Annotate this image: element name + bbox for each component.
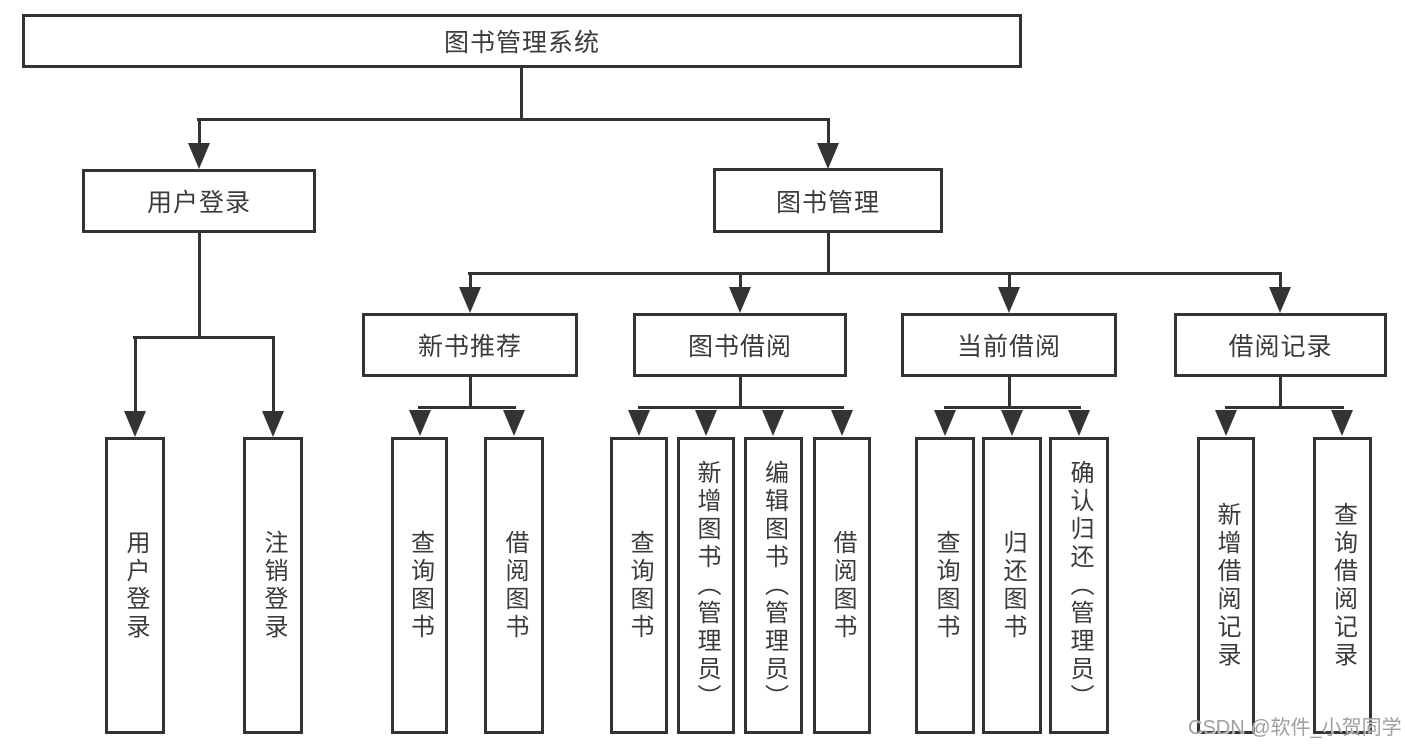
arrowhead-current: [998, 287, 1020, 313]
connector-recommend-stem: [469, 376, 472, 408]
node-current-borrow: 当前借阅: [901, 313, 1117, 377]
leaf-borrow-books-borrow: 借阅图书: [813, 437, 871, 734]
leaf-query-borrow-record-label: 查询借阅记录: [1329, 501, 1357, 670]
leaf-confirm-return-admin-label: 确认归还（管理员）: [1066, 459, 1093, 712]
leaf-query-books-current-label: 查询图书: [932, 529, 959, 642]
leaf-borrow-books-recommend: 借阅图书: [484, 437, 544, 734]
connector-records-hline: [1225, 406, 1344, 409]
arrowhead-records-leaf2: [1331, 410, 1353, 436]
node-borrow-records: 借阅记录: [1174, 313, 1387, 377]
arrowhead-current-leaf3: [1068, 410, 1090, 436]
node-borrow-records-label: 借阅记录: [1228, 333, 1333, 361]
arrowhead-book-mgmt: [817, 143, 839, 169]
arrowhead-user-login: [188, 143, 210, 169]
leaf-user-login-label: 用户登录: [122, 529, 149, 642]
arrowhead-recommend: [459, 287, 481, 313]
leaf-query-books-recommend-label: 查询图书: [406, 529, 434, 642]
connector-recommend-drop: [469, 275, 472, 289]
connector-book-mgmt-drop: [827, 121, 830, 145]
connector-borrow-hline: [638, 406, 844, 409]
node-book-borrow: 图书借阅: [633, 313, 847, 377]
arrowhead-records: [1269, 287, 1291, 313]
connector-user-login-stem: [198, 232, 201, 338]
node-current-borrow-label: 当前借阅: [956, 333, 1061, 361]
leaf-borrow-books-recommend-label: 借阅图书: [501, 529, 528, 642]
node-book-management: 图书管理: [713, 168, 943, 233]
connector-leaf-login-drop: [134, 339, 137, 413]
leaf-query-books-recommend: 查询图书: [391, 437, 448, 734]
arrowhead-borrow-leaf3: [762, 410, 784, 436]
connector-root-stem: [520, 67, 523, 121]
arrowhead-borrow-leaf2: [695, 410, 717, 436]
leaf-user-login: 用户登录: [105, 437, 165, 734]
leaf-query-books-current: 查询图书: [915, 437, 975, 734]
arrowhead-recommend-leaf2: [503, 410, 525, 436]
connector-records-stem: [1279, 376, 1282, 408]
node-user-login-label: 用户登录: [146, 189, 251, 217]
leaf-edit-books-admin: 编辑图书（管理员）: [744, 437, 803, 734]
leaf-query-borrow-record: 查询借阅记录: [1313, 437, 1372, 734]
connector-user-login-drop: [198, 121, 201, 145]
arrowhead-leaf-logout: [262, 411, 284, 437]
node-root-system: 图书管理系统: [22, 14, 1022, 68]
connector-current-drop: [1008, 275, 1011, 289]
connector-user-login-hline: [133, 336, 275, 339]
arrowhead-borrow-leaf4: [831, 410, 853, 436]
leaf-return-books-label: 归还图书: [999, 529, 1026, 642]
leaf-query-books-borrow-label: 查询图书: [626, 529, 653, 642]
leaf-return-books: 归还图书: [982, 437, 1042, 734]
connector-book-mgmt-stem: [827, 233, 830, 274]
connector-current-hline: [944, 406, 1081, 409]
leaf-logout-login-label: 注销登录: [260, 529, 287, 642]
node-new-book-recommend-label: 新书推荐: [417, 333, 522, 361]
arrowhead-current-leaf1: [934, 410, 956, 436]
connector-level2-hline: [197, 118, 830, 121]
leaf-add-books-admin: 新增图书（管理员）: [677, 437, 735, 734]
connector-borrow-drop: [739, 275, 742, 289]
arrowhead-leaf-login: [124, 411, 146, 437]
leaf-add-borrow-record-label: 新增借阅记录: [1213, 501, 1240, 670]
connector-level3-hline: [468, 272, 1282, 275]
csdn-watermark: CSDN @软件_小贺同学: [1188, 717, 1402, 739]
node-book-management-label: 图书管理: [775, 188, 880, 217]
leaf-query-books-borrow: 查询图书: [610, 437, 668, 734]
node-user-login: 用户登录: [82, 169, 316, 233]
connector-borrow-stem: [739, 376, 742, 408]
leaf-edit-books-admin-label: 编辑图书（管理员）: [760, 459, 788, 712]
node-new-book-recommend: 新书推荐: [362, 313, 578, 377]
leaf-confirm-return-admin: 确认归还（管理员）: [1049, 437, 1109, 734]
leaf-add-books-admin-label: 新增图书（管理员）: [693, 459, 720, 712]
arrowhead-borrow-leaf1: [628, 410, 650, 436]
leaf-add-borrow-record: 新增借阅记录: [1197, 437, 1255, 734]
leaf-borrow-books-borrow-label: 借阅图书: [829, 529, 856, 642]
connector-current-stem: [1008, 376, 1011, 408]
leaf-logout-login: 注销登录: [243, 437, 303, 734]
arrowhead-recommend-leaf1: [409, 410, 431, 436]
arrowhead-records-leaf1: [1215, 410, 1237, 436]
node-book-borrow-label: 图书借阅: [687, 333, 792, 361]
connector-leaf-logout-drop: [272, 339, 275, 413]
connector-recommend-hline: [418, 406, 516, 409]
connector-records-drop: [1279, 275, 1282, 289]
arrowhead-current-leaf2: [1001, 410, 1023, 436]
arrowhead-borrow: [729, 287, 751, 313]
node-root-system-label: 图书管理系统: [443, 29, 600, 57]
